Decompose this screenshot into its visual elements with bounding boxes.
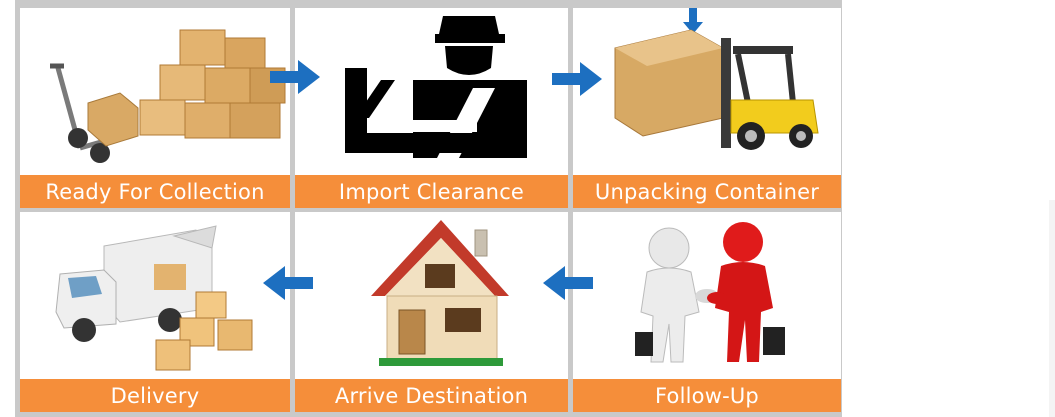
step-import-clearance: Import Clearance bbox=[295, 8, 568, 208]
step-label: Follow-Up bbox=[573, 379, 841, 412]
step-follow-up: Follow-Up bbox=[573, 212, 841, 412]
step-label: Arrive Destination bbox=[295, 379, 568, 412]
arrow-right-icon bbox=[552, 62, 602, 96]
step-ready-for-collection: Ready For Collection bbox=[20, 8, 290, 208]
step-arrive-destination: Arrive Destination bbox=[295, 212, 568, 412]
arrow-left-icon bbox=[263, 266, 313, 300]
arrow-left-icon bbox=[543, 266, 593, 300]
process-grid: Ready For Collection Import Clearance bbox=[15, 0, 842, 417]
step-label: Unpacking Container bbox=[573, 175, 841, 208]
house-icon bbox=[371, 220, 509, 366]
hand-truck-boxes-icon bbox=[50, 29, 286, 163]
step-label: Delivery bbox=[20, 379, 290, 412]
delivery-truck-icon bbox=[55, 225, 253, 371]
step-unpacking-container: Unpacking Container bbox=[573, 8, 841, 208]
page-edge bbox=[1049, 200, 1055, 417]
handshake-icon bbox=[635, 222, 785, 363]
forklift-icon bbox=[614, 8, 819, 150]
step-delivery: Delivery bbox=[20, 212, 290, 412]
customs-officer-icon bbox=[345, 16, 527, 158]
step-label: Import Clearance bbox=[295, 175, 568, 208]
step-label: Ready For Collection bbox=[20, 175, 290, 208]
arrow-right-icon bbox=[270, 60, 320, 94]
